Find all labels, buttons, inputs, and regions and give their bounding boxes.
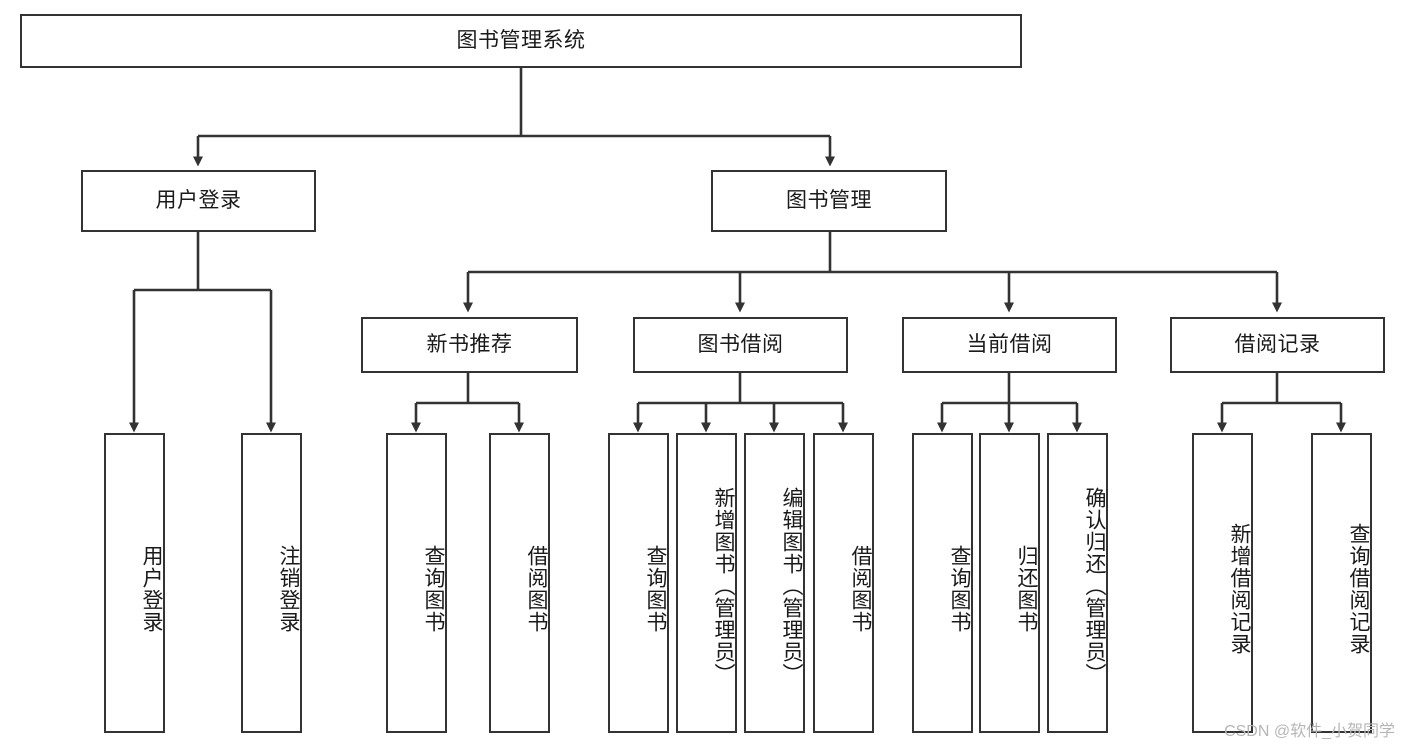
leaf-user-login-logout[interactable]: 注销登录 [241, 433, 302, 733]
node-label: 用户登录 [140, 545, 163, 633]
node-label: 图书借阅 [697, 332, 784, 356]
leaf-record-add-record[interactable]: 新增借阅记录 [1192, 433, 1253, 733]
leaf-new-book-query[interactable]: 查询图书 [386, 433, 447, 733]
leaf-new-book-borrow[interactable]: 借阅图书 [489, 433, 550, 733]
node-label: 确认归还（管理员） [1083, 487, 1106, 685]
node-label: 图书管理系统 [456, 28, 586, 52]
node-label: 查询图书 [644, 545, 667, 633]
node-label: 编辑图书（管理员） [780, 487, 803, 685]
leaf-borrow-add-book-admin[interactable]: 新增图书（管理员） [676, 433, 737, 733]
node-label: 归还图书 [1015, 545, 1038, 633]
node-user-login[interactable]: 用户登录 [81, 170, 316, 232]
leaf-current-return-book[interactable]: 归还图书 [979, 433, 1040, 733]
node-label: 借阅图书 [849, 545, 872, 633]
node-root-system[interactable]: 图书管理系统 [20, 14, 1022, 68]
node-new-book-recommend[interactable]: 新书推荐 [361, 317, 578, 373]
node-label: 用户登录 [155, 188, 242, 212]
node-book-borrow[interactable]: 图书借阅 [633, 317, 848, 373]
node-label: 借阅记录 [1234, 332, 1321, 356]
node-borrow-record[interactable]: 借阅记录 [1170, 317, 1385, 373]
node-label: 查询图书 [948, 545, 971, 633]
node-book-management[interactable]: 图书管理 [711, 170, 947, 232]
node-label: 借阅图书 [525, 545, 548, 633]
csdn-watermark: CSDN @软件_小贺同学 [1224, 723, 1395, 740]
node-label: 注销登录 [277, 545, 300, 633]
leaf-borrow-query-book[interactable]: 查询图书 [608, 433, 669, 733]
node-label: 新增借阅记录 [1228, 523, 1251, 655]
leaf-user-login-login[interactable]: 用户登录 [104, 433, 165, 733]
node-current-borrow[interactable]: 当前借阅 [902, 317, 1117, 373]
leaf-borrow-borrow-book[interactable]: 借阅图书 [813, 433, 874, 733]
leaf-current-confirm-return-admin[interactable]: 确认归还（管理员） [1047, 433, 1108, 733]
node-label: 图书管理 [786, 188, 872, 212]
node-label: 新书推荐 [426, 332, 513, 356]
node-label: 新增图书（管理员） [712, 487, 735, 685]
leaf-record-query-record[interactable]: 查询借阅记录 [1311, 433, 1372, 733]
node-label: 查询图书 [422, 545, 445, 633]
leaf-borrow-edit-book-admin[interactable]: 编辑图书（管理员） [744, 433, 805, 733]
node-label: 查询借阅记录 [1347, 523, 1370, 655]
node-label: 当前借阅 [966, 332, 1053, 356]
leaf-current-query-book[interactable]: 查询图书 [912, 433, 973, 733]
